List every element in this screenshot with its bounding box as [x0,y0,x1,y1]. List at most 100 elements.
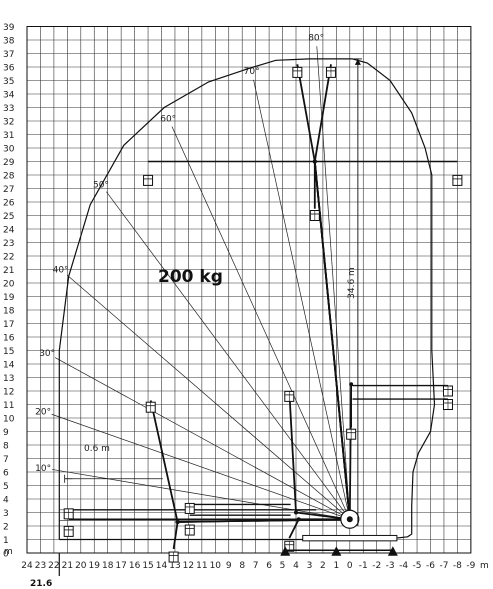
y-tick-label: 35 [3,77,14,87]
max-outreach-label: 21.6 [30,579,52,589]
angle-label: 60° [160,114,176,124]
turret-pivot [346,516,353,523]
x-tick-label: -2 [372,561,381,571]
outrigger-foot [387,546,398,556]
y-tick-label: 25 [3,212,14,222]
boom-joint [349,382,354,387]
y-tick-label: 10 [3,415,15,425]
boom-arm [313,161,351,520]
angle-lines: 10°20°30°40°50°60°70°80° [35,33,351,520]
x-tick-label: 11 [196,561,207,571]
boom-joint [294,510,298,515]
x-tick-label: 14 [156,561,168,571]
x-tick-label: -5 [413,561,422,571]
x-tick-label: 21 [62,561,73,571]
y-tick-label: 34 [3,91,15,101]
grid [26,26,472,554]
y-tick-label: 4 [3,496,9,506]
angle-line [67,275,351,520]
x-tick-label: 23 [35,561,46,571]
y-tick-label: 20 [3,280,15,290]
x-tick-label: 10 [210,561,222,571]
jib-offset-label: 0.6 m [84,444,110,454]
y-tick-label: 37 [3,50,14,60]
y-tick-label: 8 [3,442,9,452]
y-tick-label: 2 [3,523,9,533]
angle-label: 20° [35,407,51,417]
y-tick-label: 31 [3,131,14,141]
y-tick-label: 27 [3,185,14,195]
x-tick-label: 4 [293,561,299,571]
max-height-arrow [354,58,361,65]
x-tick-label: 19 [89,561,101,571]
outrigger-foot [280,546,291,556]
y-axis-unit: m [4,547,13,557]
y-tick-label: 6 [3,469,9,479]
boom-joint [175,519,180,524]
y-tick-label: 30 [3,145,15,155]
angle-line [54,357,350,520]
angle-label: 10° [35,464,51,474]
y-tick-label: 1 [3,536,9,546]
y-tick-label: 28 [3,172,15,182]
angle-label: 70° [244,67,260,77]
x-tick-label: -3 [386,561,395,571]
plot-frame [26,26,472,554]
x-tick-label: 9 [226,561,232,571]
y-tick-label: 36 [3,64,15,74]
max-height-label: 34.6 m [347,267,357,299]
angle-label: 80° [308,33,324,43]
boom-arm [313,64,351,520]
x-tick-label: 3 [307,561,313,571]
x-tick-label: 1 [333,561,339,571]
x-tick-label: 22 [48,561,59,571]
boom-arm [172,518,350,550]
y-tick-label: 15 [3,347,14,357]
chart-title: 200 kg [158,267,223,287]
boom-arm [296,64,351,520]
y-tick-label: 23 [3,239,14,249]
y-tick-label: 11 [3,401,14,411]
machine-base [280,509,398,556]
x-tick-label: 18 [102,561,114,571]
x-tick-label: -7 [439,561,448,571]
x-tick-label: 13 [169,561,180,571]
dimension-markers [58,58,362,576]
x-tick-label: 16 [129,561,141,571]
y-tick-label: 13 [3,374,14,384]
x-tick-label: 5 [280,561,286,571]
x-tick-label: 0 [347,561,353,571]
outrigger-foot [331,546,342,556]
angle-line [316,46,351,520]
angle-line [171,126,351,520]
y-tick-label: 14 [3,361,15,371]
y-tick-label: 32 [3,118,14,128]
angle-line [253,79,351,520]
x-tick-label: 8 [239,561,245,571]
y-tick-label: 22 [3,253,14,263]
x-tick-label: 12 [183,561,194,571]
x-axis-unit: m [480,561,489,571]
x-tick-label: 17 [115,561,126,571]
x-tick-label: -8 [453,561,462,571]
x-tick-label: -9 [466,561,475,571]
y-tick-label: 29 [3,158,15,168]
x-tick-label: 24 [21,561,33,571]
y-tick-label: 26 [3,199,15,209]
y-tick-label: 3 [3,509,9,519]
y-tick-label: 12 [3,388,14,398]
y-tick-label: 24 [3,226,15,236]
y-tick-label: 18 [3,307,15,317]
angle-line [51,469,350,520]
chassis [302,534,398,542]
angle-line [51,413,350,520]
x-tick-label: 15 [142,561,153,571]
y-tick-label: 16 [3,334,15,344]
y-tick-label: 19 [3,293,15,303]
y-tick-label: 17 [3,320,14,330]
x-tick-label: 7 [253,561,259,571]
baskets [63,66,463,563]
angle-line [106,191,351,520]
working-envelope [58,58,436,541]
